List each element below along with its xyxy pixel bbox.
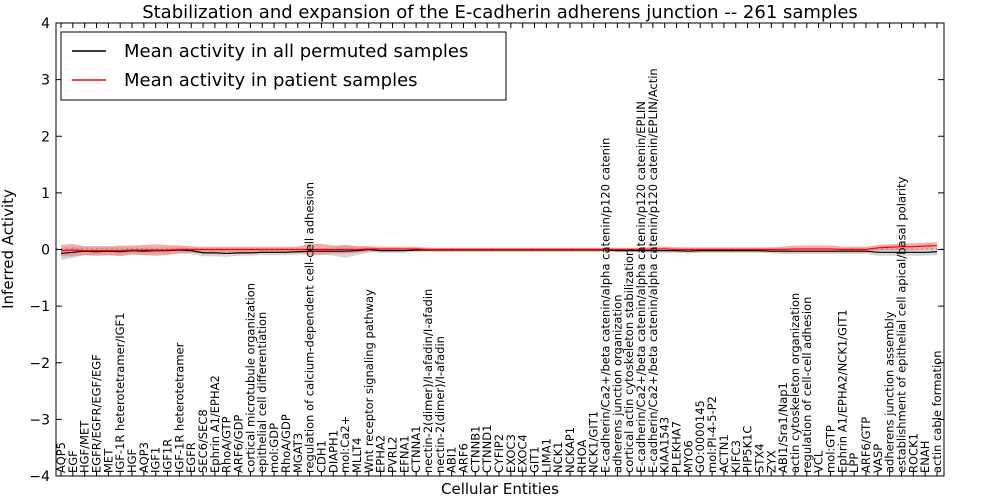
y-tick-label: 3 xyxy=(41,73,50,89)
x-category-label: cortical actin cytoskeleton stabilizatio… xyxy=(622,249,636,473)
x-category-label: RHOA xyxy=(575,440,589,473)
x-category-label: LIMA1 xyxy=(539,438,553,473)
y-axis-label: Inferred Activity xyxy=(0,189,17,309)
x-category-label: CDH1 xyxy=(314,440,328,473)
y-tick-label: −4 xyxy=(29,469,50,485)
x-category-label: AQP3 xyxy=(137,442,151,473)
y-tick-label: 2 xyxy=(41,129,50,145)
x-category-label: EPHA2 xyxy=(374,435,388,473)
chart-title: Stabilization and expansion of the E-cad… xyxy=(142,2,858,23)
y-tick-label: −1 xyxy=(29,299,50,315)
x-category-label: Wnt receptor signaling pathway xyxy=(362,289,376,473)
x-category-label: establishment of epithelial cell apical/… xyxy=(894,177,908,473)
x-category-label: mol:PI-4-5-P2 xyxy=(705,396,719,473)
legend: Mean activity in all permuted samples Me… xyxy=(60,31,507,101)
x-category-label: NCKAP1 xyxy=(563,427,577,473)
x-category-label: ABI1 xyxy=(445,447,459,473)
x-category-label: PLEKHA7 xyxy=(670,421,684,473)
x-axis-label: Cellular Entities xyxy=(441,480,559,498)
x-category-label: IGF1R xyxy=(161,439,175,473)
x-category-label: IGF-1R heterotetramer/IGF1 xyxy=(113,313,127,473)
x-category-label: RhoA/GDP xyxy=(279,414,293,473)
x-category-label: mol:GDP xyxy=(267,423,281,473)
legend-box xyxy=(60,31,507,101)
x-category-label: GO:0000145 xyxy=(693,400,707,473)
x-category-label: mol:GTP xyxy=(823,425,837,473)
x-category-label: mol:Ca2+ xyxy=(338,416,352,473)
x-category-label: ZYX xyxy=(764,450,778,473)
x-category-label: EGF xyxy=(66,450,80,473)
x-category-label: E-cadherin/Ca2+/beta catenin/alpha caten… xyxy=(599,138,613,473)
x-category-label: AQP5 xyxy=(54,442,68,473)
x-category-label: EGFR xyxy=(184,442,198,473)
x-category-label: MLLT4 xyxy=(350,438,364,474)
x-category-label: ROCK1 xyxy=(906,433,920,473)
series-lines xyxy=(60,244,938,255)
x-category-label: EXOC4 xyxy=(516,434,530,473)
x-category-label: PVRL2 xyxy=(385,436,399,473)
x-category-label: MYO6 xyxy=(681,440,695,473)
patient-mean-line xyxy=(60,244,938,252)
x-category-label: DIAPH1 xyxy=(326,430,340,473)
y-tick-label: 0 xyxy=(41,243,50,259)
x-category-label: IGF-1R heterotetramer xyxy=(172,342,186,473)
x-category-label: MGAT3 xyxy=(291,433,305,473)
x-category-label: ARF6/GDP xyxy=(232,415,246,473)
x-category-label: adherens junction organization xyxy=(610,295,624,473)
x-category-label: CTNND1 xyxy=(480,425,494,473)
x-category-label: E-cadherin/Ca2+/beta catenin/alpha caten… xyxy=(634,101,648,473)
x-category-label: adherens junction assembly xyxy=(883,311,897,473)
x-category-label: VCL xyxy=(812,450,826,473)
x-category-label: LPP xyxy=(847,453,861,473)
x-category-label: MET xyxy=(101,448,115,473)
x-category-label: ACTN1 xyxy=(717,434,731,473)
x-category-label: EFNA1 xyxy=(397,435,411,473)
x-category-label: ARF6 xyxy=(456,443,470,473)
x-axis: AQP5EGFHGF/METEGFR/EGFR/EGF/EGFMETIGF-1R… xyxy=(54,23,944,476)
y-tick-label: 4 xyxy=(41,16,50,32)
x-category-label: CYFIP2 xyxy=(492,434,506,473)
x-category-label: epithelial cell differentiation xyxy=(255,312,269,473)
x-category-label: KIAA1543 xyxy=(658,417,672,473)
x-category-label: HGF xyxy=(125,449,139,473)
x-category-label: ENAH xyxy=(918,441,932,473)
x-category-label: Ephrin A1/EPHA2/NCK1/GIT1 xyxy=(835,309,849,473)
x-category-label: E-cadherin/Ca2+/beta catenin/alpha caten… xyxy=(646,68,660,473)
x-category-label: regulation of cell-cell adhesion xyxy=(800,297,814,473)
x-category-label: IGF1 xyxy=(149,447,163,473)
y-tick-label: −3 xyxy=(29,412,50,428)
x-category-label: Ephrin A1/EPHA2 xyxy=(208,375,222,473)
x-category-label: KIFC3 xyxy=(729,440,743,473)
y-tick-label: −2 xyxy=(29,356,50,372)
x-category-label: ABI1/Sra1/Nap1 xyxy=(776,382,790,473)
x-category-label: VASP xyxy=(871,444,885,473)
x-category-label: ARF6/GTP xyxy=(859,417,873,473)
x-category-label: CTNNB1 xyxy=(468,426,482,473)
y-axis: 4 3 2 1 0 −1 −2 −3 −4 xyxy=(29,16,944,485)
x-category-label: STX4 xyxy=(752,443,766,473)
x-category-label: CTNNA1 xyxy=(409,426,423,473)
x-category-label: actin cable formation xyxy=(930,350,944,473)
x-category-label: EXOC3 xyxy=(504,434,518,473)
x-category-label: NCK1/GIT1 xyxy=(587,411,601,473)
x-category-label: regulation of calcium-dependent cell-cel… xyxy=(303,182,317,473)
x-category-label: EGFR/EGFR/EGF/EGF xyxy=(90,354,104,473)
x-category-label: nectin-2(dimer)/I-afadin/I-afadin xyxy=(421,289,435,473)
x-category-label: SEC6/SEC8 xyxy=(196,409,210,473)
legend-label-patient: Mean activity in patient samples xyxy=(124,70,418,91)
x-category-label: PIP5K1C xyxy=(741,426,755,473)
y-tick-label: 1 xyxy=(41,186,50,202)
x-category-label: nectin-2(dimer)/I-afadin xyxy=(433,336,447,473)
legend-label-permuted: Mean activity in all permuted samples xyxy=(124,41,468,62)
x-category-label: cortical microtubule organization xyxy=(243,283,257,473)
x-category-label: RhoA/GTP xyxy=(220,416,234,473)
x-category-label: GIT1 xyxy=(528,446,542,473)
x-category-label: NCK1 xyxy=(551,442,565,474)
x-category-label: actin cytoskeleton organization xyxy=(788,293,802,473)
x-category-label: HGF/MET xyxy=(78,420,92,473)
